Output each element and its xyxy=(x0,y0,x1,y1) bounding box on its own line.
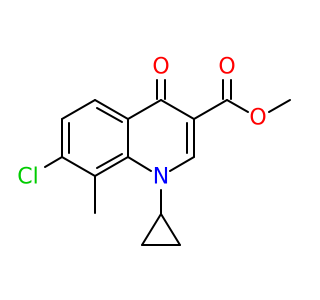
bond-n1-c8a xyxy=(127,156,152,172)
bond-c7-cl xyxy=(44,156,63,168)
bond-c5-c6 xyxy=(61,99,96,120)
bond-c4a-c5 xyxy=(94,99,129,120)
ester-oxygen-label: O xyxy=(249,106,266,131)
bond-c7-c8 xyxy=(61,156,96,177)
structure-canvas: O O O N Cl xyxy=(17,55,291,246)
bond-c8-c8a-inner xyxy=(96,153,123,169)
carbonyl-oxygen-label: O xyxy=(218,55,235,80)
chlorine-label: Cl xyxy=(17,165,38,190)
ketone-oxygen-label: O xyxy=(152,55,169,80)
bond-c5-c4a-inner xyxy=(96,107,123,123)
bond-cester-oester xyxy=(226,99,249,113)
bond-c8-c8a xyxy=(94,156,129,177)
bond-cp-a-b xyxy=(141,213,162,246)
nitrogen-label: N xyxy=(153,165,169,190)
bond-cp-c-a xyxy=(160,213,181,246)
bond-c4-c3 xyxy=(160,99,195,120)
bond-layer xyxy=(44,79,291,246)
bond-c2-n1 xyxy=(169,156,195,172)
atom-label-layer: O O O N Cl xyxy=(17,55,266,190)
bond-c4a-c4 xyxy=(127,99,162,120)
bond-c3-cester xyxy=(193,99,228,120)
bond-oester-methyl xyxy=(268,99,291,113)
